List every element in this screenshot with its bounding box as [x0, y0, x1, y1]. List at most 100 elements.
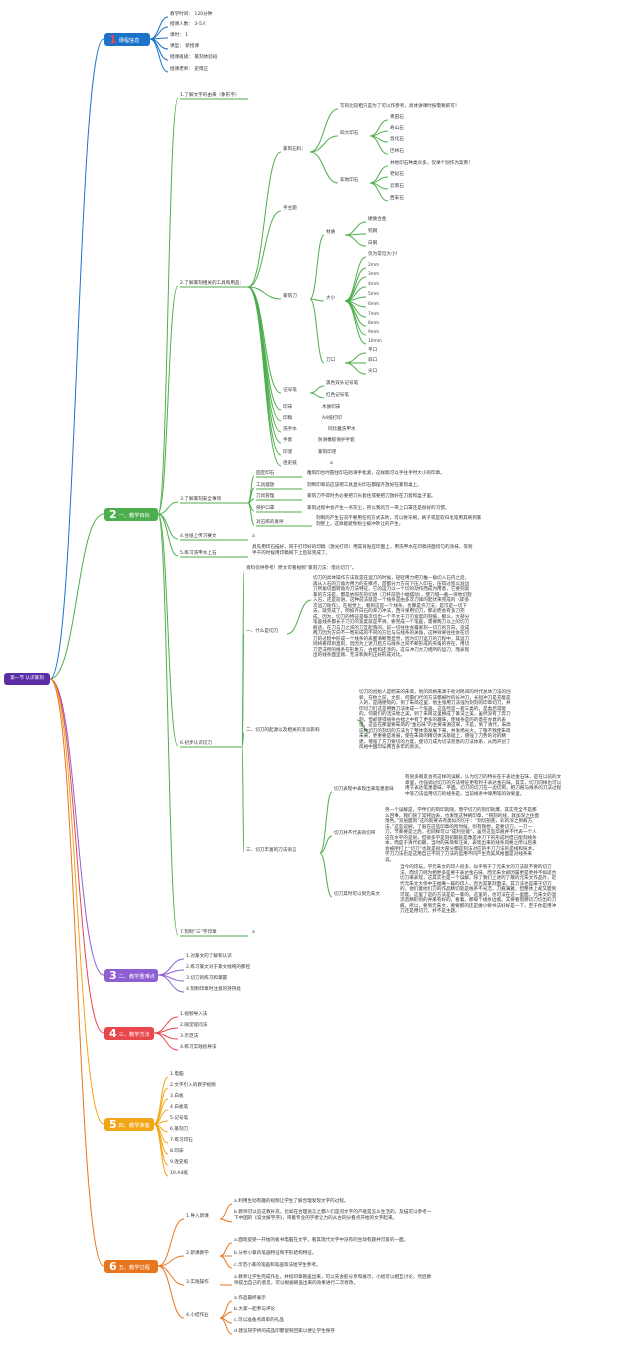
safety-desc: 雕刻印台时握住印石防滑手松紧，这样能可以手往手时大小的印章。	[307, 471, 445, 476]
goal-1: 1.了解文字的由来（象形字）	[180, 93, 240, 98]
connector-line	[157, 1255, 185, 1267]
cut-origin: 二、切刀的起源以及相关的流派影响	[246, 728, 320, 733]
info-item: 课型： 新授课	[170, 44, 200, 49]
what-is-cut: 一、什么是切刀	[246, 629, 279, 634]
connector-line	[309, 108, 339, 153]
connector-line	[157, 501, 179, 515]
stone-item: 青田石	[390, 115, 404, 120]
branch-label: 五、教学过程	[118, 1265, 150, 1271]
cut-origin-text: 切刀的创始人是明末的朱简，他的风格来源于他对民间的时代总体刀法的创新。在他之前，…	[359, 690, 511, 750]
stone-item: 老挝石	[390, 172, 404, 177]
connector-line	[149, 38, 169, 73]
connector-line	[344, 221, 367, 236]
prep-item: 6.篆刻刀	[170, 1127, 189, 1132]
info-item: 教学时间： 120分钟	[170, 12, 213, 17]
step-item: b.教师可以追这教补充，比如在合理语言之都人们是问文字的产能是怎么生活的，及描可…	[234, 1210, 432, 1221]
goal-7-tail: a	[252, 930, 255, 935]
connector-line	[319, 852, 333, 898]
branch-number: 4	[109, 1027, 117, 1040]
step-item: a.教师让学生完成作业，并指印章教盖出来，可以先会胶分享和展示，小组可以相互讨论…	[234, 1275, 432, 1286]
connector-line	[247, 210, 282, 288]
branch-label: 课程信息	[118, 38, 140, 44]
tool-desc: 防滑橡胶保护手套	[318, 438, 355, 443]
connector-line	[157, 974, 185, 993]
prep-item: 2.文字引入的教学视频	[170, 1083, 216, 1088]
connector-line	[319, 791, 333, 854]
branch-number: 5	[109, 1118, 117, 1131]
connector-line	[49, 678, 105, 1125]
stone-item: 寿山石	[390, 126, 404, 131]
goal-4: 4.台纸上传习赛文	[180, 534, 217, 539]
knife-material: 材质	[326, 230, 336, 235]
connector-line	[247, 286, 282, 411]
connector-line	[153, 1087, 169, 1125]
marker-pen: 记号笔	[283, 388, 297, 393]
stone-item: 昌化石	[390, 137, 404, 142]
connector-line	[309, 298, 325, 302]
connector-line	[153, 1123, 169, 1177]
connector-line	[247, 502, 255, 526]
difficulty-item: 1.对篆文的了解和认识	[186, 954, 232, 959]
step-item: b.分析小篆的笔画特征和字形结构特征。	[234, 1251, 317, 1256]
connector-line	[157, 1265, 185, 1319]
connector-line	[157, 513, 179, 936]
connector-line	[286, 599, 312, 635]
pen-item: 黑色双头记号笔	[326, 381, 359, 386]
tool-desc: 篆刻印泥	[318, 450, 337, 455]
knife-edge: 刀口	[326, 358, 336, 363]
size-item: 4mm	[368, 282, 380, 287]
difficulty-item: 4.刻制印章时注意的持持处	[186, 987, 241, 992]
connector-line	[247, 286, 282, 422]
connector-line	[319, 835, 333, 854]
method-item: 2.随堂提问法	[180, 1023, 208, 1028]
pen-item: 红色记号笔	[326, 393, 349, 398]
method-item: 4.练习实践指导法	[180, 1045, 217, 1050]
difficulty-item: 3.切刀的练习和掌握	[186, 976, 228, 981]
root-node[interactable]: 第一节 认识篆刻	[4, 673, 50, 685]
step-item: a.面现提受一开始的板书电脑在文字，看其现代文字中没有的生动有题并可爱的一面。	[234, 1238, 409, 1243]
size-item: 3mm	[368, 272, 380, 277]
safety-key: 工具摆放	[256, 483, 275, 488]
stone-note: 写的比较粗只是为了可以作参考，具体讲课时按需要即可！	[340, 104, 460, 109]
cut-techniques: 三、切刀丰富的刀法语言	[246, 848, 297, 853]
difficulty-item: 2.练习篆文对于篆文线纯的那控	[186, 965, 251, 970]
stone-item: 巴林石	[390, 149, 404, 154]
technique-2-text: 另一个误解是，学伴们的刻印就随，而学切刀的刻印就爆，其实完全不是那么回事，我们除…	[385, 808, 539, 863]
connector-line	[153, 1123, 169, 1166]
branch-label: 三、教学方法	[118, 1032, 150, 1038]
reference-note: 资料仅供参考！原文可看视频“篆刻刀法：借论切刀”。	[246, 566, 357, 571]
connector-line	[344, 300, 367, 336]
goal-3: 3.了解篆刻安全事项	[180, 497, 222, 502]
connector-line	[247, 286, 282, 433]
connector-line	[157, 97, 179, 515]
other-stone-note: 并地印石种类众多，仅举个别作为案例！	[390, 161, 473, 166]
g2-subtopic: 手主题	[283, 206, 297, 211]
technique-1-text: 有很多朋友会有这样的误解，认为切刀的特长在于表达金石味，是在以前的文章里，也强调…	[405, 775, 562, 797]
connector-line	[247, 286, 282, 467]
material-item: 白钢	[368, 241, 378, 246]
stone-item: 云南石	[390, 184, 404, 189]
goal-6: 6.初步认识切刀	[180, 741, 212, 746]
branch-number: 3	[109, 969, 117, 982]
tool-desc: 同比雅洗甲水	[328, 427, 356, 432]
process-step-2: 2.新课教学	[186, 1251, 209, 1256]
safety-key: 对石练的发呼	[256, 520, 284, 525]
connector-line	[247, 286, 282, 300]
connector-line	[219, 1255, 233, 1269]
edge-item: 尖口	[368, 369, 378, 374]
connector-line	[344, 234, 367, 247]
material-item: 硬质合金	[368, 217, 387, 222]
connector-line	[157, 285, 179, 515]
prep-item: 5.记号笔	[170, 1116, 189, 1121]
edge-item: 平口	[368, 348, 378, 353]
connector-line	[219, 1242, 233, 1257]
branch-number: 1	[109, 33, 117, 46]
carving-knife: 篆刻刀	[283, 294, 297, 299]
tool-name: 连史纸	[283, 461, 297, 466]
